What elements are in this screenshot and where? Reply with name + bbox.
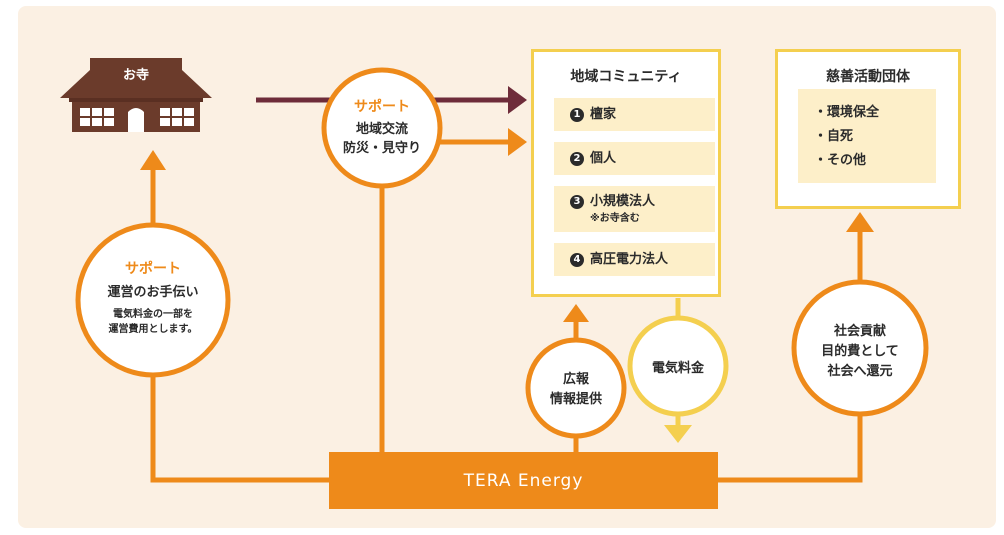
temple-icon bbox=[60, 58, 212, 132]
pr-line2: 情報提供 bbox=[549, 392, 602, 407]
social-line1: 社会貢献 bbox=[833, 324, 886, 339]
community-title: 地域コミュニティ bbox=[570, 69, 682, 85]
support-left-title: サポート bbox=[125, 261, 181, 277]
support-left-circle bbox=[75, 222, 231, 378]
charity-item: ・環境保全 bbox=[814, 105, 880, 120]
arrowhead-fee bbox=[664, 425, 692, 443]
pr-line1: 広報 bbox=[562, 372, 589, 387]
charity-list: ・環境保全 ・自死 ・その他 bbox=[798, 89, 936, 183]
support-left-line1: 運営のお手伝い bbox=[107, 285, 199, 300]
social-line2: 目的費として bbox=[821, 344, 899, 359]
arrowhead-charity bbox=[846, 212, 874, 232]
social-circle bbox=[791, 279, 929, 417]
charity-item: ・自死 bbox=[814, 129, 854, 144]
social-line3: 社会へ還元 bbox=[827, 364, 893, 379]
support-top-line2: 防災・見守り bbox=[342, 141, 421, 156]
tera-energy-label: TERA Energy bbox=[463, 470, 584, 491]
support-top-title: サポート bbox=[354, 99, 410, 115]
support-left-note1: 電気料金の一部を bbox=[113, 309, 193, 320]
arrowhead-to-temple bbox=[140, 150, 166, 170]
arrowhead-maroon bbox=[508, 86, 527, 114]
support-top-circle bbox=[321, 67, 443, 189]
tera-energy-bar: TERA Energy bbox=[329, 452, 718, 509]
support-top-line1: 地域交流 bbox=[355, 122, 408, 137]
fee-circle bbox=[627, 315, 729, 417]
temple-label: お寺 bbox=[122, 68, 149, 83]
charity-title: 慈善活動団体 bbox=[826, 69, 910, 85]
support-left-note2: 運営費用とします。 bbox=[108, 324, 198, 335]
charity-box: 慈善活動団体 ・環境保全 ・自死 ・その他 bbox=[775, 49, 961, 209]
charity-item: ・その他 bbox=[814, 153, 867, 168]
pr-circle bbox=[525, 337, 627, 439]
arrowhead-support-community bbox=[508, 128, 527, 156]
arrowhead-pr bbox=[563, 304, 589, 322]
fee-label: 電気料金 bbox=[651, 361, 704, 376]
